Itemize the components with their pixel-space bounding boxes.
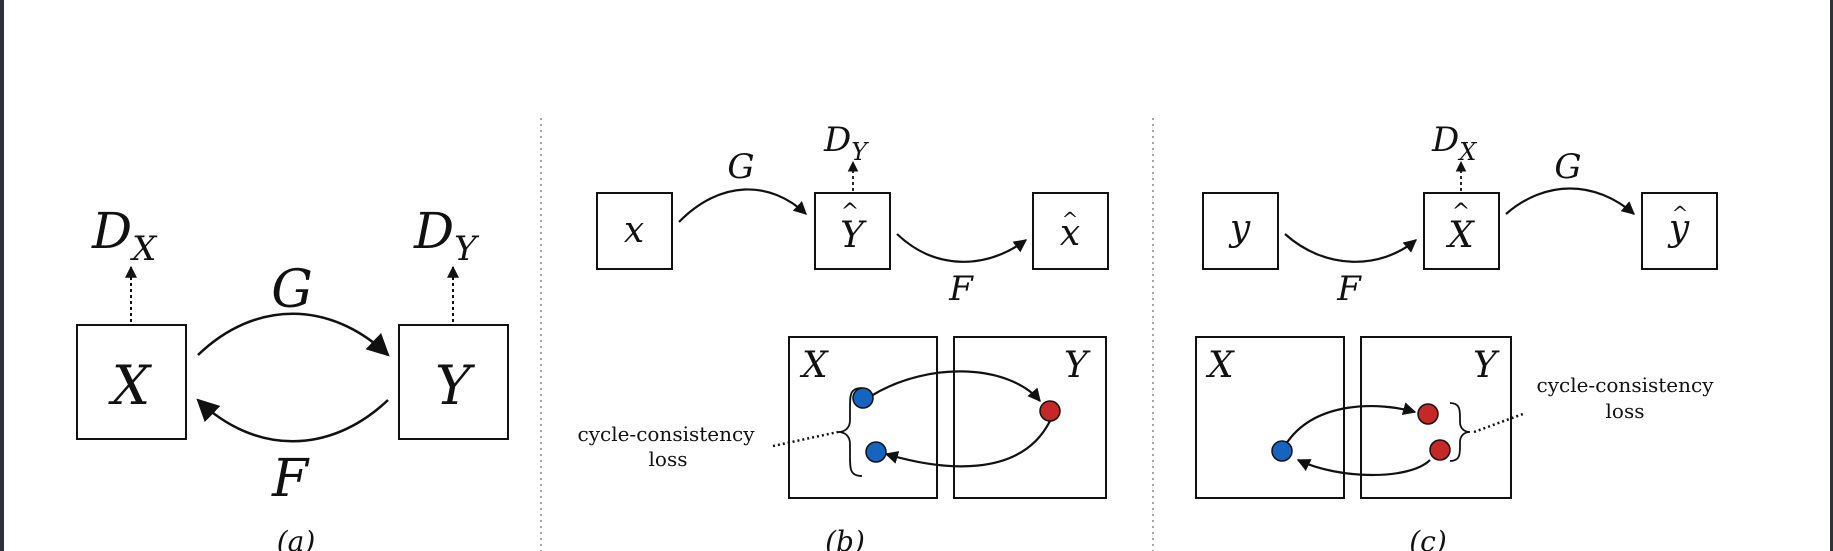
node-xhat-hat: ^ (1452, 200, 1470, 225)
node-y-label: Y (435, 354, 475, 417)
domain-y-box (1360, 336, 1512, 499)
left-window-edge (0, 0, 4, 551)
node-y-box (1202, 192, 1279, 270)
loss-label-line1: cycle-consistency (1537, 373, 1715, 397)
domain-y-label: Y (1473, 345, 1500, 386)
arrow-g (197, 312, 390, 357)
node-xhat-label: X (1445, 215, 1475, 256)
node-yhat-label: Y (840, 215, 867, 256)
node-yhat-box (1641, 192, 1718, 270)
node-x-box (76, 324, 187, 440)
node-xhat-label: x (1060, 213, 1080, 254)
disc-x-label: DX (91, 202, 158, 269)
panel-b: x Y ^ x ^ G F DY X Y cycle-consi (578, 120, 1109, 551)
loss-label-line2: loss (649, 447, 688, 471)
panel-c: y X ^ y ^ F G DX X Y cycle-consi (1195, 120, 1718, 551)
arrow-f-label: F (948, 269, 974, 309)
cycle-arrow-back (884, 420, 1051, 468)
node-y-box (398, 324, 509, 440)
caption-a: (a) (277, 525, 316, 551)
cycle-arrow-forward (870, 370, 1041, 403)
node-yhat-hat: ^ (841, 200, 859, 225)
loss-label-line2: loss (1606, 399, 1645, 423)
node-yhat-box (814, 192, 891, 270)
arrow-f-label: F (1336, 269, 1362, 309)
loss-label-line1: cycle-consistency (578, 422, 756, 446)
loss-pointer (772, 430, 839, 448)
loss-brace (1449, 402, 1471, 462)
arrow-g (678, 188, 807, 223)
caption-b: (b) (825, 525, 865, 551)
caption-c: (c) (1409, 525, 1447, 551)
domain-y-box (953, 336, 1107, 499)
arrow-g-label: G (727, 147, 754, 187)
cycle-arrow-forward (1285, 402, 1417, 445)
point-yhat (1039, 400, 1061, 422)
domain-x-box (1195, 336, 1345, 499)
point-x (852, 387, 874, 409)
arrow-f-label: F (271, 449, 310, 509)
node-x-label: x (624, 210, 644, 251)
node-xhat-hat: ^ (1062, 207, 1079, 231)
arrow-g-label: G (1554, 147, 1581, 187)
domain-x-label: X (1205, 345, 1235, 386)
disc-y-label: DY (413, 202, 480, 269)
arrow-g-label: G (271, 260, 313, 320)
arrow-g (1505, 187, 1635, 215)
disc-label: DX (1431, 120, 1477, 166)
point-yhat (1429, 439, 1451, 461)
node-xhat-box (1032, 192, 1109, 270)
domain-x-label: X (799, 345, 829, 386)
cycle-arrow-back (1296, 459, 1431, 477)
node-y-label: y (1228, 208, 1251, 249)
node-x-label: X (108, 354, 153, 417)
domain-x-box (788, 336, 938, 499)
node-yhat-label: y (1667, 208, 1690, 249)
loss-pointer (1473, 412, 1524, 434)
arrow-f (196, 398, 389, 443)
point-xhat (865, 441, 887, 463)
node-x-box (596, 192, 673, 270)
right-window-edge (1830, 0, 1833, 551)
disc-label: DY (823, 120, 869, 166)
panel-a: X Y G F DX DY (a) (76, 202, 509, 551)
arrow-f (896, 233, 1028, 263)
node-yhat-hat: ^ (1672, 201, 1689, 225)
domain-y-label: Y (1064, 345, 1091, 386)
arrow-f (1284, 233, 1418, 263)
point-xhat (1417, 403, 1439, 425)
point-y (1271, 440, 1293, 462)
node-xhat-box (1423, 192, 1500, 270)
